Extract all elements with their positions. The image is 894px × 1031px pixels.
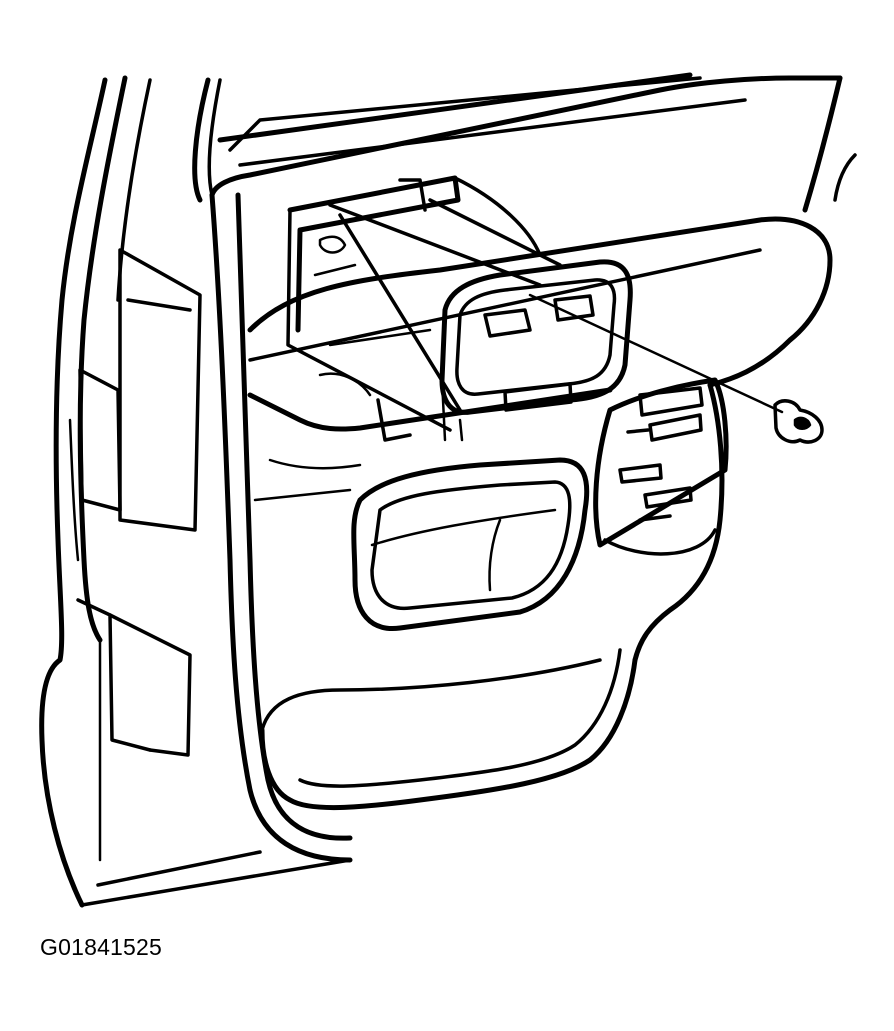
trim-panel (247, 216, 833, 811)
door-panel-illustration (39, 72, 857, 908)
control-bezel (439, 259, 633, 442)
figure-code: G01841525 (40, 934, 163, 960)
door-frame-pillar (39, 75, 352, 908)
switch-panel (593, 377, 729, 556)
door-shell (209, 72, 857, 863)
fastener (528, 293, 824, 444)
pull-cup (351, 457, 590, 631)
